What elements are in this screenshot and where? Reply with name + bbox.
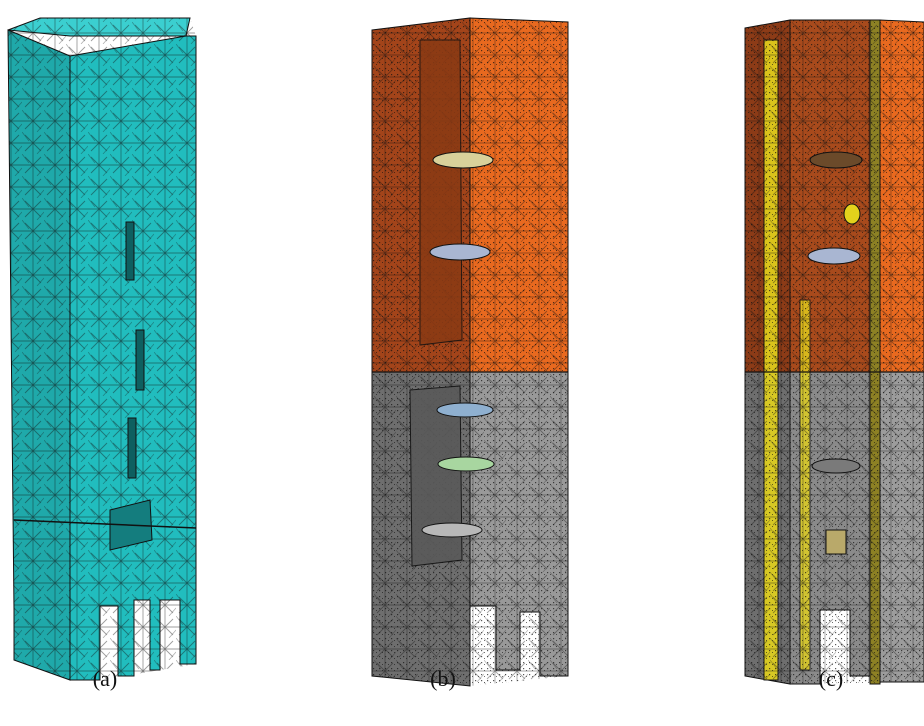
panel-c-plate-1 — [809, 151, 863, 169]
panel-a-mesh-overlay — [8, 18, 196, 680]
panel-a-slot-1 — [125, 221, 135, 281]
panel-c-speckle — [745, 20, 924, 684]
panel-b-plate-3 — [436, 402, 494, 418]
panel-a-slot-2 — [135, 329, 145, 391]
panel-b-interior-cavity — [419, 39, 463, 346]
panel-b-plate-4 — [437, 456, 495, 472]
caption-b: (b) — [430, 666, 456, 691]
caption-c: (c) — [818, 666, 844, 691]
panel-b-plate-1 — [432, 151, 494, 169]
panel-b-plate-2 — [429, 243, 491, 261]
panel-a-band-line — [13, 519, 197, 529]
panel-c-plate-2 — [807, 247, 861, 265]
panel-c-lower-fixture — [825, 529, 847, 555]
panel-b-column — [371, 17, 569, 687]
panel-b-speckle — [372, 18, 568, 686]
panel-b-interior-cavity-lower — [409, 385, 463, 567]
panel-c-column — [744, 19, 924, 685]
panel-c-yellow-ring — [843, 203, 861, 225]
caption-a: (a) — [92, 666, 118, 691]
panel-a-slot-3 — [127, 417, 137, 479]
panel-a-column — [7, 17, 197, 681]
panel-b-plate-5 — [421, 522, 483, 538]
panel-c-plate-3 — [811, 458, 861, 474]
